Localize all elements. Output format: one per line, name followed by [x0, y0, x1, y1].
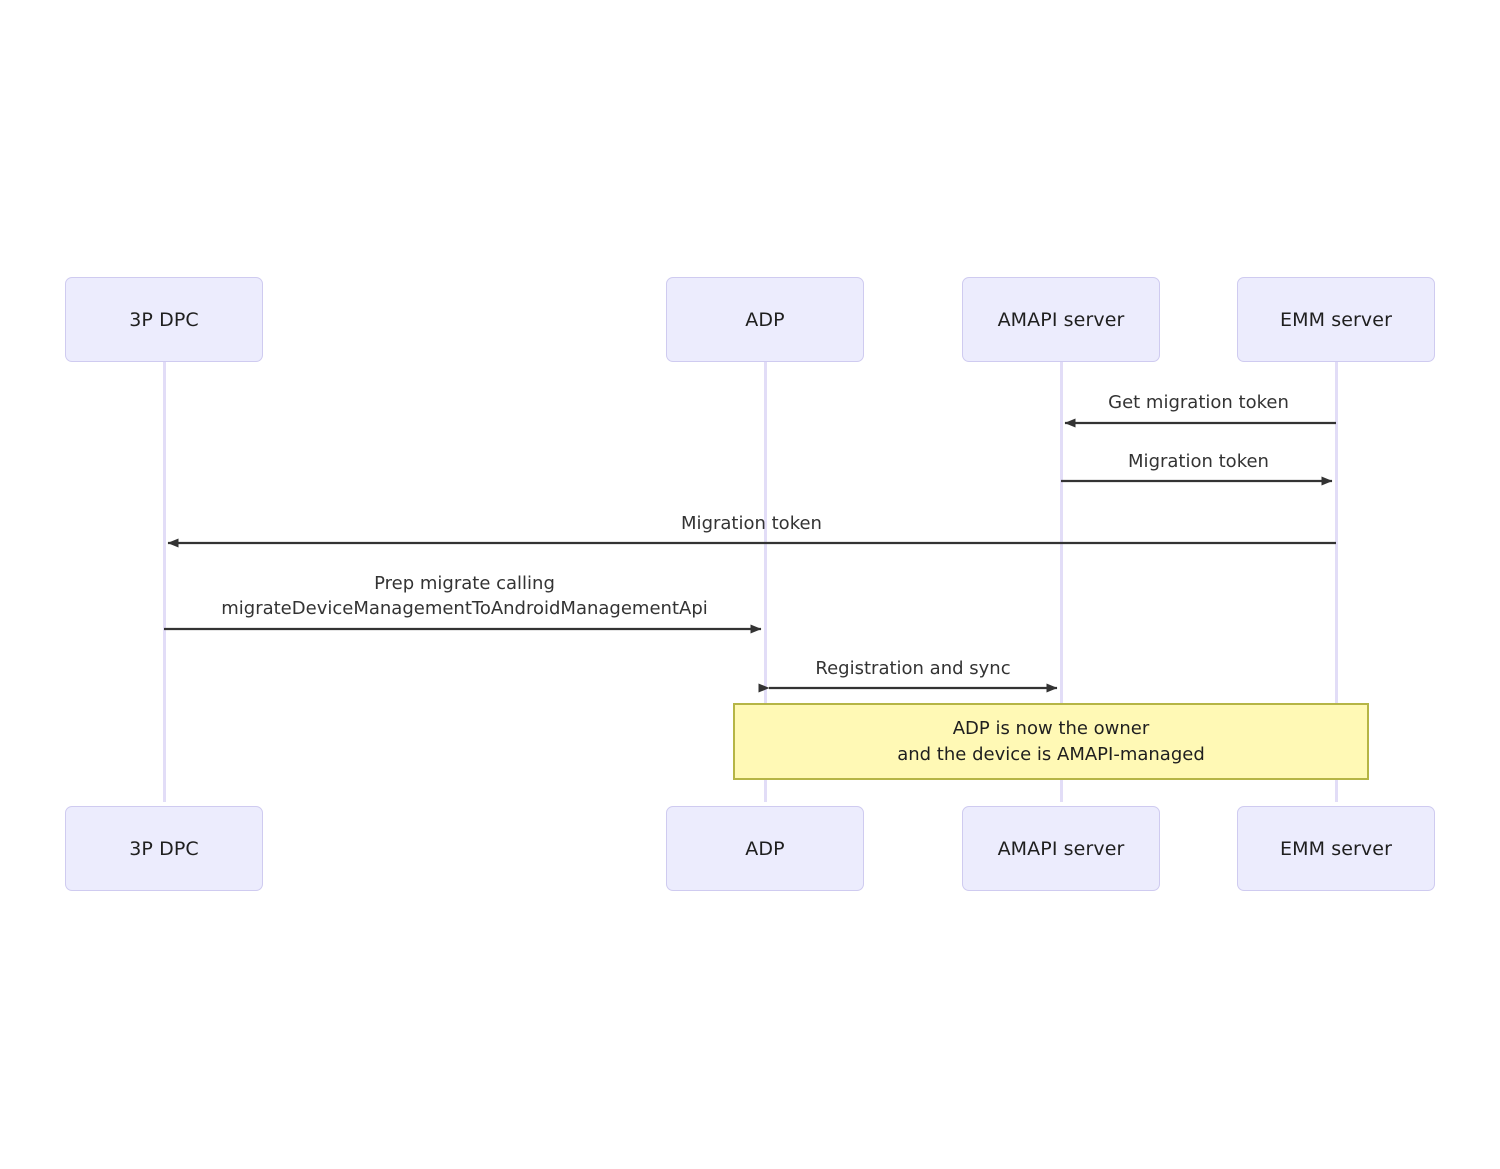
participant-bottom-amapi-server[interactable]: AMAPI server	[962, 806, 1160, 891]
participant-label: EMM server	[1280, 837, 1392, 860]
message-label-registration-and-sync: Registration and sync	[815, 658, 1011, 679]
message-label-migration-token-emm-dpc: Migration token	[681, 513, 822, 534]
note-text: ADP is now the owner and the device is A…	[897, 717, 1205, 765]
participant-label: ADP	[745, 308, 785, 331]
lifeline-emm-server	[1335, 362, 1338, 802]
message-label-get-migration-token: Get migration token	[1108, 392, 1289, 413]
participant-top-3p-dpc[interactable]: 3P DPC	[65, 277, 263, 362]
participant-label: AMAPI server	[997, 308, 1125, 331]
participant-label: AMAPI server	[997, 837, 1125, 860]
participant-label: EMM server	[1280, 308, 1392, 331]
participant-top-amapi-server[interactable]: AMAPI server	[962, 277, 1160, 362]
participant-label: ADP	[745, 837, 785, 860]
message-label-prep-migrate: Prep migrate calling migrateDeviceManage…	[221, 573, 708, 619]
participant-bottom-adp[interactable]: ADP	[666, 806, 864, 891]
participant-bottom-emm-server[interactable]: EMM server	[1237, 806, 1435, 891]
lifeline-adp	[764, 362, 767, 802]
participant-top-adp[interactable]: ADP	[666, 277, 864, 362]
lifeline-3p-dpc	[163, 362, 166, 802]
participant-label: 3P DPC	[129, 308, 199, 331]
lifeline-amapi-server	[1060, 362, 1063, 802]
message-label-migration-token-amapi-emm: Migration token	[1128, 451, 1269, 472]
participant-label: 3P DPC	[129, 837, 199, 860]
participant-bottom-3p-dpc[interactable]: 3P DPC	[65, 806, 263, 891]
participant-top-emm-server[interactable]: EMM server	[1237, 277, 1435, 362]
note-adp-owner: ADP is now the owner and the device is A…	[733, 703, 1369, 780]
